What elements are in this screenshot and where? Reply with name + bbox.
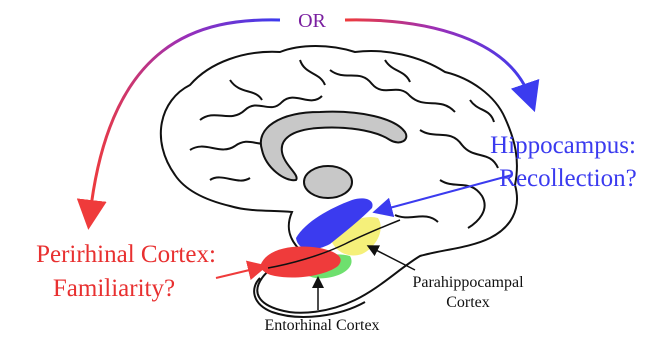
parahippocampal-pointer-arrow-icon	[372, 248, 415, 270]
familiarity-label: Familiarity?	[53, 275, 175, 302]
perirhinal-label: Perirhinal Cortex:	[36, 241, 216, 268]
or-label: OR	[298, 10, 326, 32]
thalamus	[304, 166, 352, 198]
entorhinal-label: Entorhinal Cortex	[264, 317, 379, 334]
perirhinal-pointer-arrow-icon	[216, 268, 258, 278]
parahippocampal-label: Parahippocampal	[412, 274, 524, 291]
hippocampus-label: Hippocampus:	[490, 132, 636, 159]
recollection-label: Recollection?	[499, 165, 636, 192]
hippocampus-pointer-arrow-icon	[382, 175, 512, 210]
parahippocampal-cortex-label: Cortex	[446, 294, 490, 311]
